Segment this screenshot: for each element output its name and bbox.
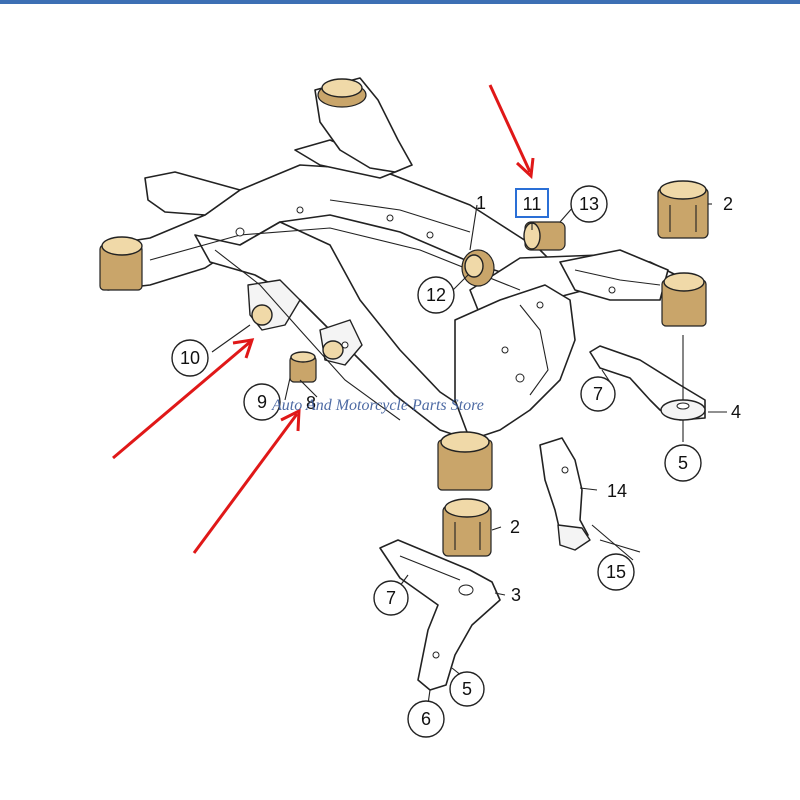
bushing-10 [251,304,273,326]
callout-11: 11 [523,194,542,214]
callout-7-lower: 7 [386,588,396,608]
bushing-9-8 [289,340,344,383]
rubber-mount-centre-front [437,431,493,491]
callout-9: 9 [257,392,267,412]
callout-13: 13 [579,194,599,214]
bracket-14 [539,437,591,551]
arrow-to-10 [112,338,255,460]
rear-subframe [104,77,691,441]
rubber-mount-right [661,272,707,327]
brace-3 [379,539,501,691]
bushing-2-upper [657,180,709,239]
callout-12: 12 [426,285,446,305]
highlight-box-11 [515,188,549,218]
callout-7-right: 7 [593,384,603,404]
store-watermark: Auto And Motorcycle Parts Store [271,397,484,414]
bushing-11 [523,221,566,251]
callout-1: 1 [476,193,486,213]
callout-4: 4 [731,402,741,422]
rubber-mount-top-rear [317,78,367,108]
arrow-to-11 [488,84,535,180]
top-border-bar [0,0,800,4]
arrow-to-8 [192,408,301,554]
brace-4 [589,345,706,421]
rubber-mount-left [99,236,143,291]
callout-15: 15 [606,562,626,582]
callout-2-upper: 2 [723,194,733,214]
callout-10: 10 [180,348,200,368]
callout-14: 14 [607,481,627,501]
callout-2-lower: 2 [510,517,520,537]
bushing-2-lower [442,498,492,557]
callout-5-right: 5 [678,453,688,473]
callout-circles [171,185,702,738]
bushing-12 [461,249,495,287]
callout-3: 3 [511,585,521,605]
callout-5-lower: 5 [462,679,472,699]
callout-6: 6 [421,709,431,729]
leader-lines [211,203,727,705]
callout-8: 8 [306,393,316,413]
